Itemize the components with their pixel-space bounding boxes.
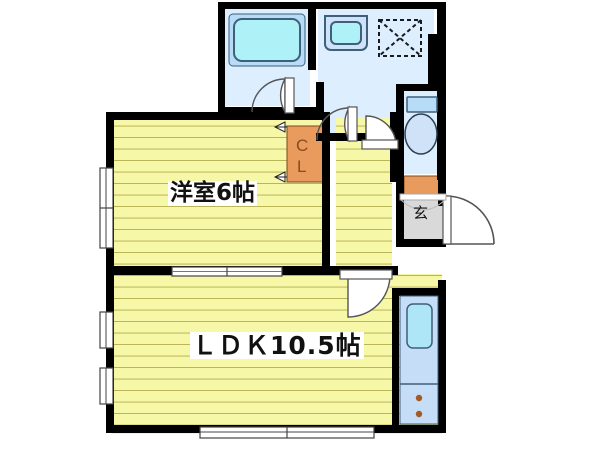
door-hall-to-ldk[interactable] xyxy=(339,269,393,318)
sliding-door-washitsu-ldk[interactable] xyxy=(171,266,283,277)
doors xyxy=(251,76,495,318)
door-entrance[interactable] xyxy=(442,195,495,245)
bathtub-basin xyxy=(233,18,301,62)
wall-washitsu-right xyxy=(322,112,330,274)
washing-machine-space xyxy=(378,19,422,57)
room-label-ldk: ＬＤＫ10.5帖 xyxy=(190,331,364,360)
window-washitsu-west[interactable] xyxy=(99,167,114,249)
wall-toilet-top xyxy=(396,84,444,91)
window-ldk-south[interactable] xyxy=(199,426,375,439)
door-washroom[interactable] xyxy=(316,105,358,143)
windows xyxy=(99,167,375,439)
wall-wet-right-upper xyxy=(437,2,446,34)
wall-kitchen-left xyxy=(392,288,399,428)
stove-burner-back[interactable] xyxy=(415,410,423,418)
wall-kitchen-top xyxy=(392,288,446,296)
bathroom-fixtures xyxy=(228,13,306,67)
washbasin-bowl xyxy=(330,21,362,45)
wall-bath-bottom xyxy=(218,107,316,115)
wall-entrance-left xyxy=(396,176,404,246)
door-hall-to-washroom[interactable] xyxy=(361,115,399,150)
closet-doors[interactable] xyxy=(273,121,287,183)
entrance-label-genkan: 玄 xyxy=(413,204,429,222)
washing-machine-x2 xyxy=(378,19,422,57)
window-ldk-west-lower[interactable] xyxy=(99,367,114,405)
genkan-step xyxy=(399,193,447,211)
door-bathroom[interactable] xyxy=(251,76,295,115)
wall-toilet-right xyxy=(437,84,446,180)
window-ldk-west-upper[interactable] xyxy=(99,311,114,349)
kitchen-counter xyxy=(399,295,439,425)
washing-machine-x1 xyxy=(378,19,422,57)
wall-washroom-step xyxy=(428,34,446,90)
closet-label-l: L xyxy=(297,157,307,176)
toilet-bowl xyxy=(404,113,438,155)
wall-main-right-lower xyxy=(438,280,446,432)
kitchen-sink[interactable] xyxy=(406,303,433,349)
stove-burner-front[interactable] xyxy=(415,394,423,402)
toilet-fixtures xyxy=(404,96,438,155)
washroom-fixtures xyxy=(324,15,422,57)
wall-bath-washroom-divider xyxy=(308,2,316,70)
wall-washroom-bottom xyxy=(316,82,324,116)
toilet-tank xyxy=(406,96,438,113)
wall-entrance-bottom xyxy=(396,239,446,247)
wall-main-top-left xyxy=(106,112,328,120)
room-label-washitsu: 洋室6帖 xyxy=(168,180,258,206)
wall-wet-left xyxy=(218,2,225,114)
wall-wet-top xyxy=(218,2,446,9)
shoe-box[interactable] xyxy=(403,175,443,195)
wall-main-right-entrance xyxy=(438,178,446,206)
wall-toilet-left xyxy=(396,84,404,178)
closet-label-c: C xyxy=(296,136,309,155)
